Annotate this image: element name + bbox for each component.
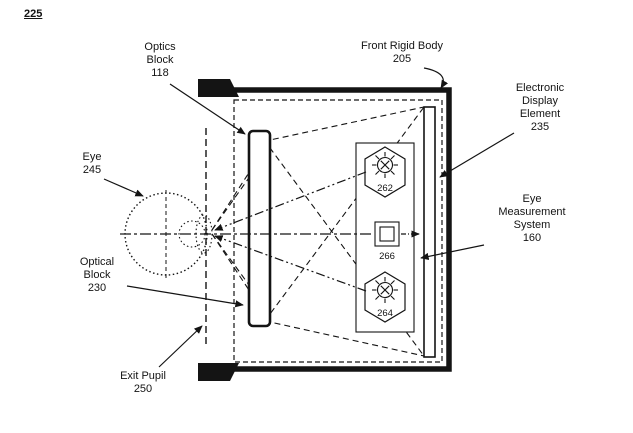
emitter-bottom-number: 264 [377, 308, 393, 319]
front-rigid-body-label: Front Rigid Body 205 [361, 40, 443, 65]
light-source-icon [371, 276, 399, 304]
annotation-arrows [103, 67, 515, 368]
optics-block-label: Optics Block 118 [144, 41, 176, 79]
exit-pupil-label: Exit Pupil 250 [120, 370, 166, 395]
front-rigid-body [198, 79, 452, 381]
eye-label: Eye 245 [82, 151, 102, 176]
optics-block-arrow [169, 83, 246, 135]
eye-arrow [103, 178, 144, 197]
eye-measurement-system-label: Eye Measurement System 160 [498, 193, 566, 244]
emitter-top-number: 262 [377, 183, 393, 194]
eye-figure [124, 190, 213, 278]
light-source-icon [371, 151, 399, 179]
emitter-bottom-hexagon [364, 271, 406, 323]
inner-dashed-boundary [233, 99, 443, 363]
eye-measurement-arrow [420, 244, 485, 260]
front-rigid-body-arrow [423, 67, 449, 89]
measurement-rays [120, 171, 420, 292]
display-element-arrow [439, 132, 515, 178]
mount-tab-top [198, 79, 239, 97]
mount-tab-bottom [198, 363, 239, 381]
optical-block-label: Optical Block 230 [79, 256, 115, 294]
optics-block-shape [247, 129, 272, 328]
exit-pupil-arrow [158, 325, 203, 368]
display-element-shape [423, 106, 436, 358]
figure-reference: 225 [24, 8, 43, 20]
emitter-top-hexagon [364, 146, 406, 198]
electronic-display-element-label: Electronic Display Element 235 [515, 82, 565, 133]
optical-block-arrow [126, 285, 244, 308]
eye-lens [195, 214, 213, 254]
detector-square [374, 221, 400, 247]
detector-number: 266 [379, 251, 395, 262]
